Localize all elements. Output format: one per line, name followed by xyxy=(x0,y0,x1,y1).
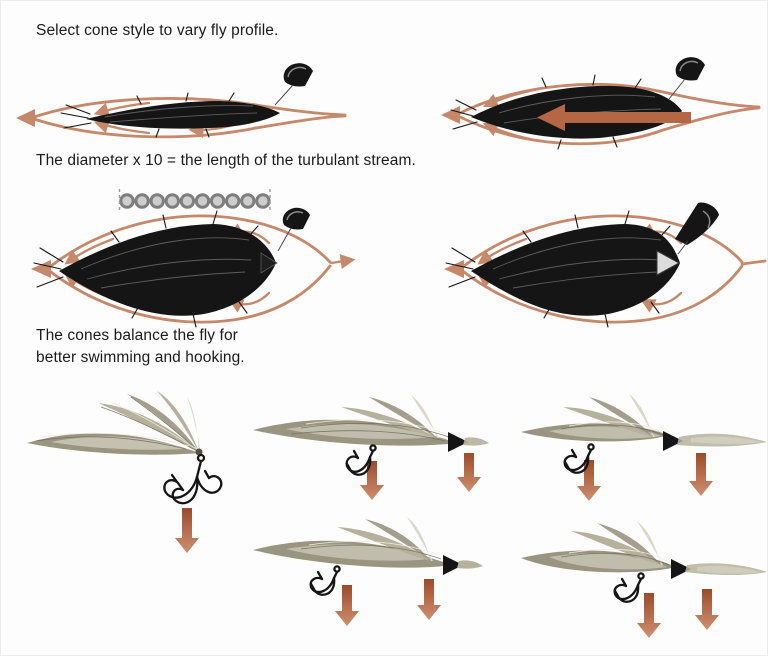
down-arrow-icon xyxy=(335,585,359,626)
treble-hook-icon xyxy=(309,565,341,596)
down-arrow-icon xyxy=(689,453,713,496)
fly-illustration-bottom-right xyxy=(521,521,767,638)
diagram-slim-profile xyxy=(16,63,347,139)
treble-hook-icon xyxy=(613,572,645,603)
cone-icon-small-disc xyxy=(668,57,705,100)
bead-chain xyxy=(119,193,271,209)
fly-head xyxy=(195,448,203,456)
thick-flow-arrow-icon xyxy=(537,104,691,131)
fly-body-highlight xyxy=(51,436,186,450)
down-arrow-icon xyxy=(637,593,661,638)
hair-fibers xyxy=(445,210,671,328)
black-fly-bushy-right xyxy=(445,210,681,328)
diagram-turbulence-measure xyxy=(31,189,356,328)
fly-illustration-bottom-middle xyxy=(253,517,483,626)
flow-arrow-icon xyxy=(482,87,541,108)
hair-fibers xyxy=(60,92,258,138)
caption-balance-line1: The cones balance the fly for xyxy=(36,327,238,344)
cone-icon-large-funnel xyxy=(675,202,719,255)
treble-hook-icon xyxy=(563,443,595,474)
flow-outline-top xyxy=(458,214,744,271)
black-fly-bushy-left xyxy=(33,210,278,328)
fly-body-highlight xyxy=(549,553,667,570)
down-arrow-icon xyxy=(417,579,441,620)
hackle-fan xyxy=(290,395,450,442)
cone-head xyxy=(663,431,683,451)
fly-illustration-top-middle xyxy=(253,395,489,500)
diagram-turbulence-bigcone xyxy=(444,202,767,328)
fly-illustration-top-right xyxy=(521,394,767,501)
flow-outline-bottom xyxy=(29,114,347,139)
bead-icon xyxy=(149,193,165,209)
flow-arrow-icon xyxy=(93,101,151,118)
down-arrow-icon xyxy=(577,460,601,501)
bead-icon xyxy=(209,193,226,209)
flow-outline-top xyxy=(45,214,332,271)
flow-arrow-icon xyxy=(93,118,151,135)
bead-icon xyxy=(240,193,256,209)
tail-plume xyxy=(457,560,483,569)
flow-arrow-icon xyxy=(16,109,35,127)
flow-arrow-icon xyxy=(441,106,460,124)
bead-icon xyxy=(134,193,150,209)
head-cone-light xyxy=(656,250,681,276)
tail-plume xyxy=(463,437,489,446)
cone-head xyxy=(448,432,468,452)
black-fly-slim xyxy=(60,92,280,138)
fly-body-highlight xyxy=(286,424,434,439)
hackle-fan xyxy=(560,394,664,437)
tail-plume-highlight xyxy=(697,565,761,574)
bead-icon xyxy=(119,193,135,209)
fly-body-highlight xyxy=(286,544,431,561)
bead-icon xyxy=(194,193,211,209)
flow-outline-top xyxy=(454,83,761,117)
cone-head xyxy=(671,559,691,579)
flow-arrow-icon xyxy=(31,260,51,278)
treble-hook-icon xyxy=(163,453,223,505)
diagram-wide-profile xyxy=(441,57,761,150)
cone-icon-small-disc xyxy=(274,63,313,106)
bead-icon xyxy=(179,193,196,209)
cone-icon-small-disc xyxy=(277,207,310,252)
bead-icon xyxy=(255,193,271,209)
tail-plume-highlight xyxy=(691,436,763,444)
caption-cone-style: Select cone style to vary fly profile. xyxy=(36,22,279,39)
flow-outline-bottom xyxy=(45,264,332,324)
flow-exit-arrow-icon xyxy=(329,254,356,269)
hackle-fan xyxy=(300,517,442,561)
treble-hook-icon xyxy=(345,444,377,476)
caption-balance-line2: better swimming and hooking. xyxy=(36,349,245,366)
caption-diameter-rule: The diameter x 10 = the length of the tu… xyxy=(36,152,416,169)
down-arrow-icon xyxy=(360,461,384,500)
hair-fibers xyxy=(33,210,259,328)
flow-arrow-icon xyxy=(64,237,115,265)
bead-icon xyxy=(164,193,181,209)
flow-exit-line xyxy=(740,259,767,266)
hackle-fan xyxy=(35,391,201,452)
down-arrow-icon xyxy=(695,589,719,630)
down-arrow-icon xyxy=(175,508,199,553)
flow-outline-bottom xyxy=(458,264,744,324)
down-arrow-icon xyxy=(457,453,481,492)
fly-illustration-hanging xyxy=(27,391,223,553)
flow-arrow-icon xyxy=(482,122,541,143)
flow-arrow-icon xyxy=(444,260,464,278)
head-cone xyxy=(260,252,278,274)
bead-icon xyxy=(225,193,241,209)
flow-curl-arrow-icon xyxy=(640,291,683,313)
flow-arrow-icon xyxy=(477,237,528,265)
hackle-fan xyxy=(560,521,670,566)
cone-head xyxy=(443,555,463,575)
flow-outline-bottom xyxy=(454,106,761,146)
